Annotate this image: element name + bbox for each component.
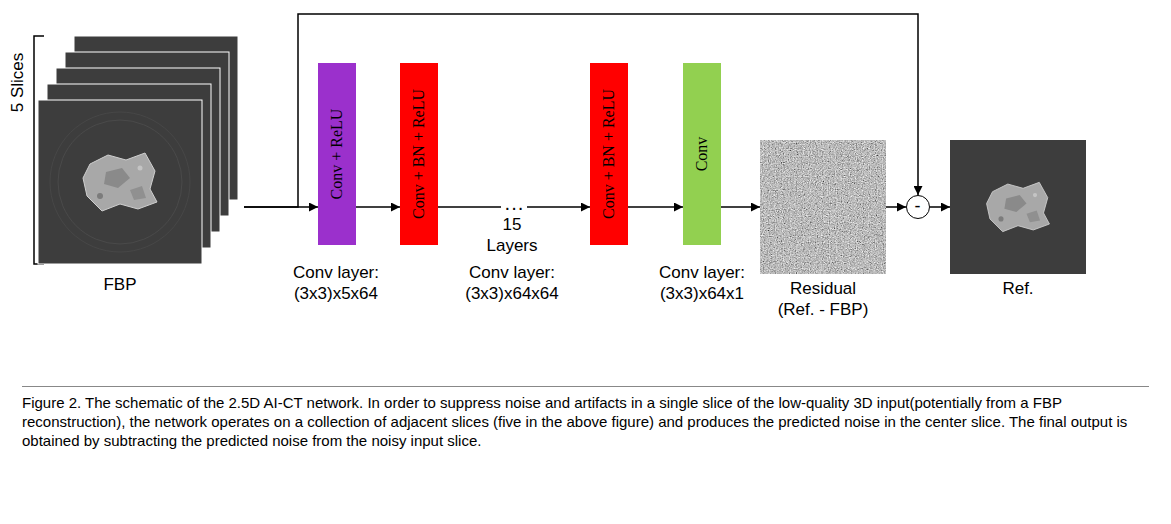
- layer-name: Conv + BN + ReLU: [409, 89, 429, 219]
- reference-image-node: Ref.: [950, 140, 1086, 318]
- layer-name: Conv + BN + ReLU: [599, 89, 619, 219]
- flow-arrow: [930, 206, 950, 208]
- conv-relu-box: Conv + ReLU: [318, 63, 356, 245]
- image-label: Residual (Ref. - FBP): [771, 278, 875, 320]
- layer-spec-label: Conv layer: (3x3)x64x64: [447, 262, 577, 304]
- layer-spec-label: Conv layer: (3x3)x64x1: [640, 262, 764, 304]
- layer-name: Conv + ReLU: [327, 109, 347, 200]
- edge-label: ···: [501, 197, 527, 217]
- residual-image: [760, 140, 886, 274]
- figure-caption: Figure 2. The schematic of the 2.5D AI-C…: [22, 386, 1149, 450]
- input-image-node: FBP: [36, 36, 244, 298]
- layer-name: Conv: [692, 137, 712, 172]
- flow-arrow: [886, 206, 906, 208]
- image-label: FBP: [38, 274, 202, 295]
- flow-arrow: [356, 206, 400, 208]
- image-label: Ref.: [950, 278, 1086, 299]
- slice-count-label: 5 Slices: [7, 52, 28, 112]
- layer-count-label: 15 Layers: [480, 214, 544, 256]
- conv-bn-relu-box: Conv + BN + ReLU: [590, 63, 628, 245]
- reference-image: [950, 140, 1086, 274]
- residual-image-node: Residual (Ref. - FBP): [760, 140, 886, 322]
- conv-bn-relu-box: Conv + BN + ReLU: [400, 63, 438, 245]
- flow-arrow: [721, 206, 760, 208]
- operator-sign: -: [915, 197, 921, 215]
- subtract-circle: -: [906, 195, 930, 219]
- slice-stack: [38, 36, 238, 264]
- layer-spec-label: Conv layer: (3x3)x5x64: [277, 262, 395, 304]
- flow-arrow: [628, 206, 683, 208]
- conv-box: Conv: [683, 63, 721, 245]
